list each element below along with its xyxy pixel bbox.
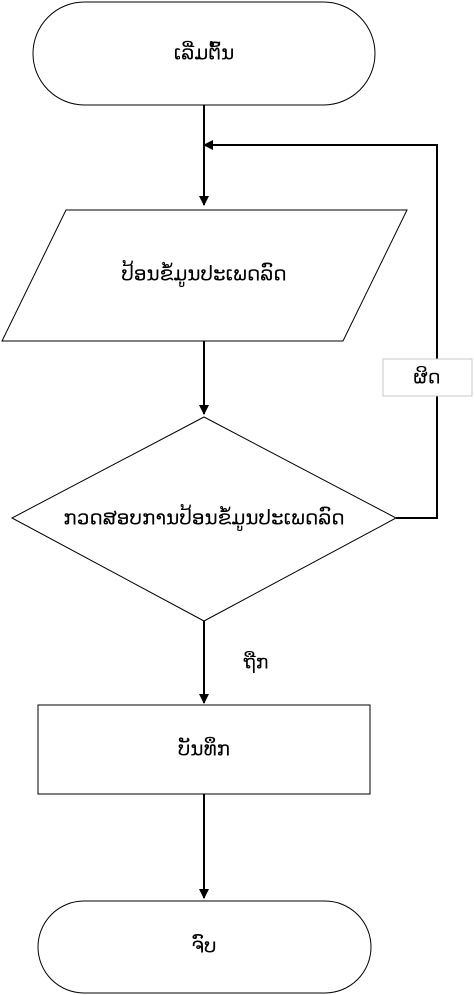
input-label: ປ້ອນຂໍ້ມູນປະເພດລົດ xyxy=(121,261,286,287)
input-node: ປ້ອນຂໍ້ມູນປະເພດລົດ xyxy=(1,209,408,342)
process-label: ບັນທຶກ xyxy=(178,736,230,760)
start-label: ເລີ່ມຕົ້ນ xyxy=(174,40,235,64)
false-edge-label: ຜິດ xyxy=(382,358,473,397)
connector-loop-back xyxy=(203,140,438,519)
end-node: ຈົບ xyxy=(37,900,372,994)
start-node: ເລີ່ມຕົ້ນ xyxy=(32,1,376,106)
decision-label: ກວດສອບການປ້ອນຂໍ້ມູນປະເພດລົດ xyxy=(63,505,344,531)
true-edge-label: ຖືກ xyxy=(243,649,269,673)
decision-node: ກວດສອບການປ້ອນຂໍ້ມູນປະເພດລົດ xyxy=(10,416,398,622)
process-node: ບັນທຶກ xyxy=(37,704,371,795)
end-label: ຈົບ xyxy=(191,934,216,958)
false-label-text: ຜິດ xyxy=(414,365,441,389)
